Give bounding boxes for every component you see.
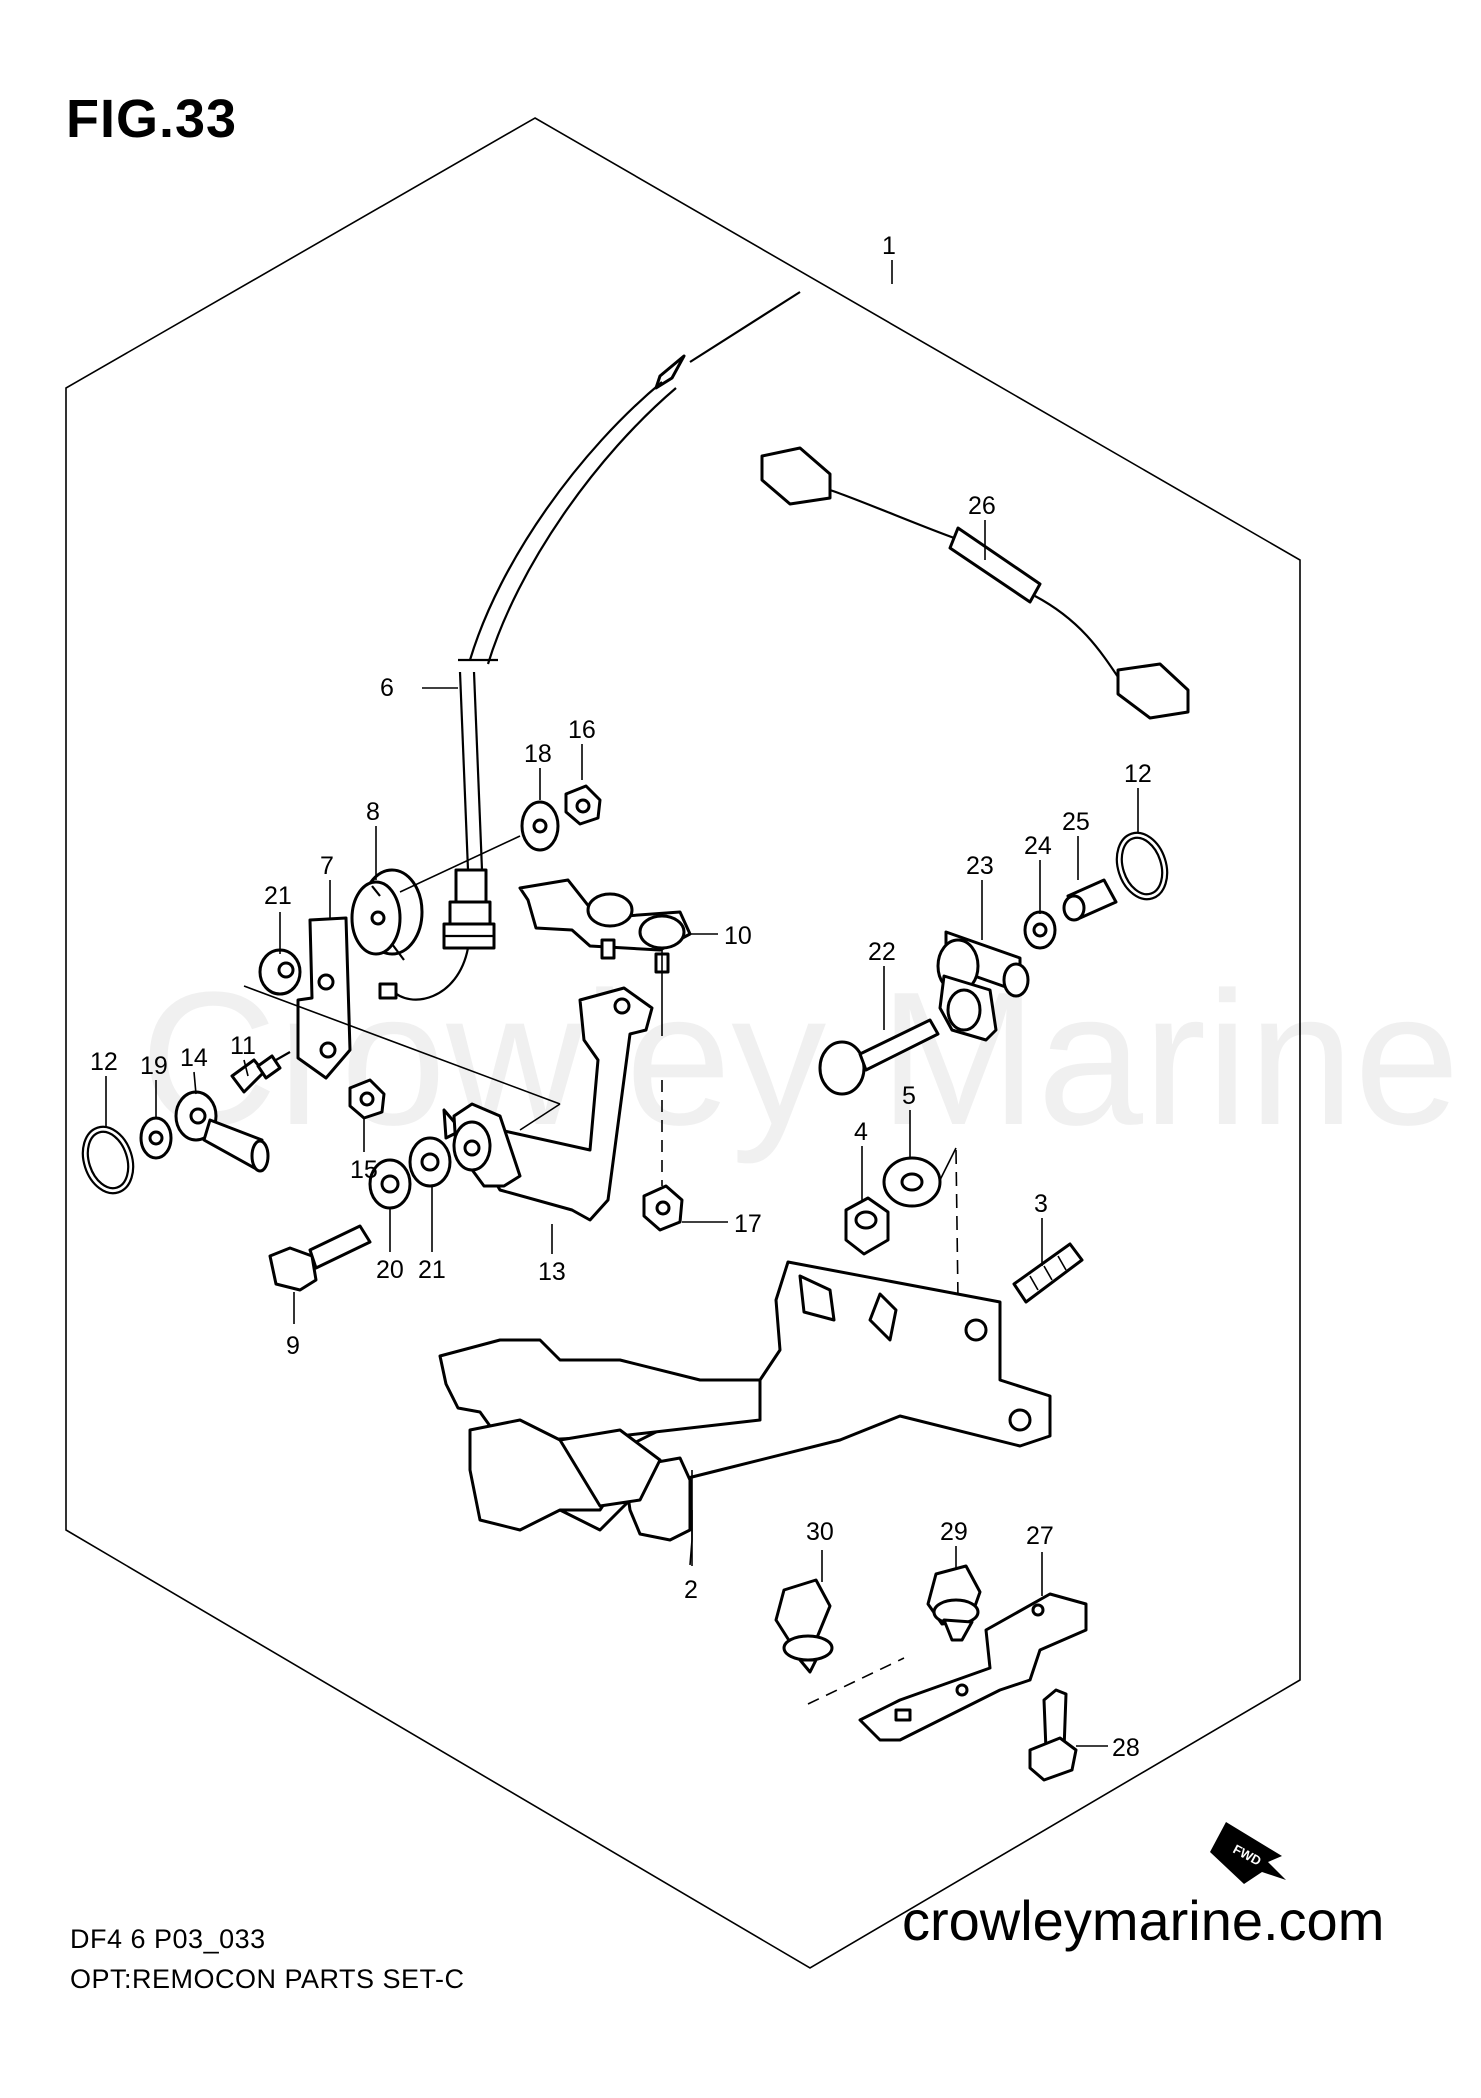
callout-10: 10: [724, 922, 752, 950]
part-18-washer: [399, 800, 560, 893]
part-12-clip-left: [81, 1125, 135, 1195]
part-6-cable: [378, 291, 801, 1001]
part-5-washer: [882, 1147, 959, 1301]
part-26-lead-wire: [760, 446, 1190, 720]
callout-6: 6: [380, 674, 394, 702]
part-29-clip: [926, 1564, 982, 1642]
part-15-nut: [348, 1078, 386, 1120]
callout-18: 18: [524, 740, 552, 768]
callout-19: 19: [140, 1052, 168, 1080]
callout-26: 26: [968, 492, 996, 520]
callout-24: 24: [1024, 832, 1052, 860]
callout-22: 22: [868, 938, 896, 966]
callout-9: 9: [286, 1332, 300, 1360]
diagram-frame: [65, 117, 1301, 1969]
part-25-spacer: [1062, 878, 1118, 922]
callout-16: 16: [568, 716, 596, 744]
part-20-washer: [368, 1158, 412, 1210]
callout-11: 11: [230, 1032, 256, 1060]
callout-5: 5: [902, 1082, 916, 1110]
callout-15: 15: [350, 1156, 378, 1184]
part-2-main-bracket: [438, 1260, 1052, 1566]
callout-21-lower: 21: [418, 1256, 446, 1284]
callout-30: 30: [806, 1518, 834, 1546]
part-21-collar-upper: [258, 948, 302, 996]
part-17-nut: [642, 1184, 684, 1232]
part-28-bolt: [1028, 1688, 1078, 1782]
part-9-bolt: [268, 1224, 372, 1292]
callout-25: 25: [1062, 808, 1090, 836]
part-22-pin: [818, 1018, 940, 1096]
brand-url: crowleymarine.com: [902, 1889, 1385, 1952]
diagram-code: DF4 6 P03_033: [70, 1924, 266, 1954]
callout-12-right: 12: [1124, 760, 1152, 788]
callout-29: 29: [940, 1518, 968, 1546]
diagram-description: OPT:REMOCON PARTS SET-C: [70, 1964, 465, 1994]
part-16-nut: [564, 784, 602, 826]
callout-20: 20: [376, 1256, 404, 1284]
part-24-washer: [1023, 910, 1057, 950]
callout-14: 14: [180, 1044, 208, 1072]
part-23-bushing: [936, 930, 1030, 1042]
callout-labels: 1 2 3 4 5 6 7 8 9 10 11 12 12 13 14 15 1…: [90, 232, 1152, 1762]
part-12-clip-right: [1115, 831, 1169, 901]
part-19-washer: [139, 1116, 173, 1160]
part-7-plate: [296, 916, 352, 1080]
watermark: Crowley Marine: [140, 953, 1460, 1165]
part-3-stud: [1012, 1242, 1084, 1304]
part-8-grommet: [350, 868, 424, 961]
part-10-link: [518, 878, 692, 974]
callout-3: 3: [1034, 1190, 1048, 1218]
callout-28: 28: [1112, 1734, 1140, 1762]
part-4-nut: [844, 1196, 890, 1256]
leader-lines: [105, 260, 1139, 1747]
fwd-arrow-icon: FWD: [1210, 1822, 1286, 1884]
callout-4: 4: [854, 1118, 868, 1146]
callout-17: 17: [734, 1210, 762, 1238]
callout-23: 23: [966, 852, 994, 880]
callout-7: 7: [320, 852, 334, 880]
part-13-bracket: [243, 950, 663, 1222]
figure-title: FIG.33: [66, 89, 238, 149]
callout-13: 13: [538, 1258, 566, 1286]
callout-8: 8: [366, 798, 380, 826]
callout-21-upper: 21: [264, 882, 292, 910]
callout-1: 1: [882, 232, 896, 260]
part-21-collar-lower: [408, 1136, 452, 1188]
part-30-clip: [774, 1578, 834, 1674]
part-14-rod-end: [174, 1090, 270, 1173]
callout-27: 27: [1026, 1522, 1054, 1550]
callout-12-left: 12: [90, 1048, 118, 1076]
part-27-plate: [807, 1592, 1088, 1742]
callout-2: 2: [684, 1576, 698, 1604]
